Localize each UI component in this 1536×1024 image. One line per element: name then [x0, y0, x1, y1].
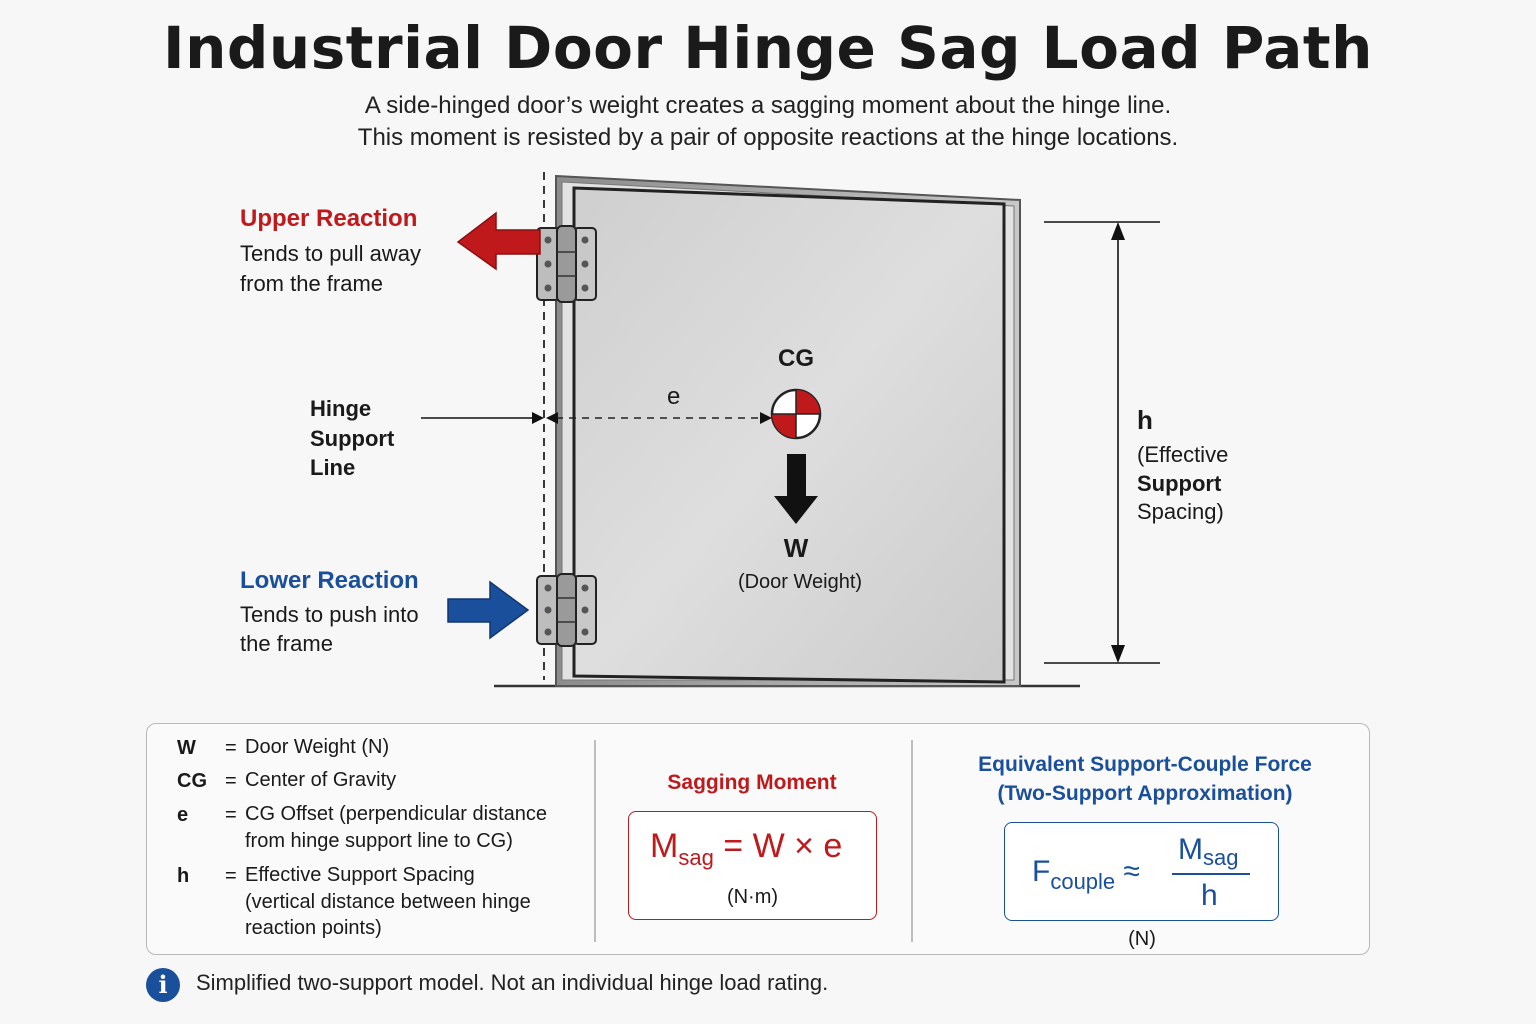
definition-text: CG Offset (perpendicular distance: [245, 803, 548, 825]
definition-text: Center of Gravity: [245, 769, 397, 791]
couple-force-numerator: Msag: [1178, 832, 1238, 876]
upper-reaction-desc-2: from the frame: [240, 271, 384, 296]
height-symbol: h: [1137, 405, 1153, 435]
formula-m: M: [650, 827, 679, 865]
formula-rhs: = W × e: [723, 827, 843, 865]
weight-arrow: [774, 454, 818, 524]
definition-text: Effective Support Spacing: [245, 864, 475, 886]
formula-sub-couple: couple: [1050, 869, 1116, 894]
upper-reaction-arrow: [456, 211, 541, 271]
formula-f: F: [1032, 855, 1051, 888]
page-title: Industrial Door Hinge Sag Load Path: [163, 14, 1373, 82]
upper-reaction-desc-1: Tends to pull away: [240, 241, 421, 266]
definition-symbol: e: [177, 804, 189, 826]
definition-equals: =: [225, 865, 237, 887]
upper-reaction-heading: Upper Reaction: [240, 205, 418, 232]
formula-approx: ≈: [1123, 855, 1140, 888]
formula-num-m: M: [1178, 833, 1203, 866]
couple-force-unit: (N): [1128, 928, 1156, 950]
definition-equals: =: [225, 770, 237, 792]
sagging-moment-formula-box: [628, 811, 877, 920]
lower-hinge: [536, 573, 597, 647]
height-label-3: Spacing): [1137, 499, 1224, 524]
definition-symbol: h: [177, 865, 190, 887]
couple-force-heading-2: (Two-Support Approximation): [997, 782, 1293, 805]
cg-label: CG: [778, 345, 814, 372]
fraction-bar: [1172, 873, 1250, 875]
subtitle-line-1: A side-hinged door’s weight creates a sa…: [364, 92, 1172, 119]
couple-force-denominator: h: [1201, 879, 1218, 912]
couple-force-lhs: Fcouple ≈: [1032, 852, 1140, 902]
definition-text: Door Weight (N): [245, 736, 390, 758]
sagging-moment-formula: Msag = W × e: [650, 826, 842, 878]
offset-label: e: [667, 383, 681, 410]
lower-reaction-desc-2: the frame: [240, 631, 333, 656]
lower-reaction-heading: Lower Reaction: [240, 567, 419, 594]
info-icon: i: [146, 968, 180, 1002]
sagging-moment-unit: (N·m): [726, 886, 779, 908]
definition-equals: =: [225, 804, 237, 826]
definition-text: (vertical distance between hinge: [245, 891, 531, 913]
hinge-line-label-1: Hinge: [310, 396, 372, 421]
weight-symbol: W: [783, 533, 809, 563]
hinge-line-label-3: Line: [310, 455, 356, 480]
panel-divider-2: [911, 740, 913, 942]
definition-text: from hinge support line to CG): [245, 830, 513, 852]
footnote: Simplified two-support model. Not an ind…: [196, 970, 829, 995]
definition-text: reaction points): [245, 917, 382, 939]
upper-hinge: [536, 225, 597, 303]
definition-symbol: W: [177, 737, 196, 759]
definition-equals: =: [225, 737, 237, 759]
formula-sub-sag: sag: [678, 845, 714, 870]
sagging-moment-heading: Sagging Moment: [667, 771, 837, 794]
definition-symbol: CG: [177, 770, 207, 792]
couple-force-formula-box: [1004, 822, 1279, 921]
cg-target-icon: [770, 388, 822, 440]
subtitle-line-2: This moment is resisted by a pair of opp…: [357, 124, 1179, 151]
formula-num-sub: sag: [1203, 845, 1239, 870]
height-label-2: Support: [1137, 471, 1222, 496]
hinge-line-label-2: Support: [310, 426, 395, 451]
couple-force-heading-1: Equivalent Support-Couple Force: [978, 753, 1312, 776]
height-label-1: (Effective: [1137, 442, 1229, 467]
lower-reaction-arrow: [447, 580, 530, 640]
panel-divider-1: [594, 740, 596, 942]
lower-reaction-desc-1: Tends to push into: [240, 602, 419, 627]
weight-description: (Door Weight): [737, 571, 863, 593]
height-dimension: [1044, 221, 1160, 664]
